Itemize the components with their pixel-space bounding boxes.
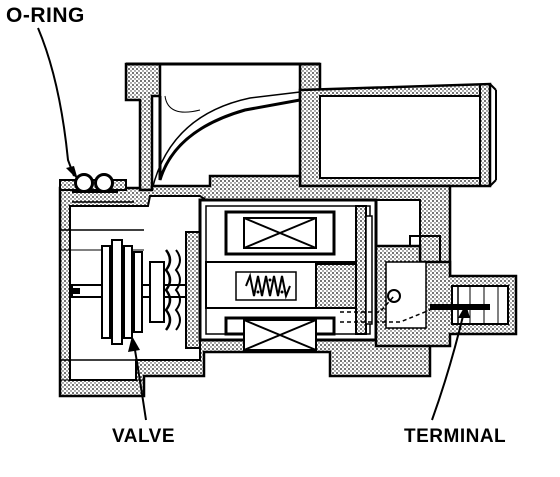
terminal-connector bbox=[340, 235, 518, 348]
o-ring-assembly bbox=[59, 173, 134, 203]
terminal-label: TERMINAL bbox=[404, 426, 507, 447]
solenoid bbox=[198, 198, 378, 351]
o-ring-label: O-RING bbox=[6, 4, 85, 27]
valve-label: VALVE bbox=[112, 426, 176, 447]
terminal-pin bbox=[430, 304, 490, 310]
hose-outlet bbox=[298, 82, 497, 188]
o-ring bbox=[74, 173, 94, 193]
upper-port bbox=[124, 62, 322, 192]
leader-lines bbox=[37, 27, 470, 421]
valve-assembly bbox=[71, 231, 243, 349]
